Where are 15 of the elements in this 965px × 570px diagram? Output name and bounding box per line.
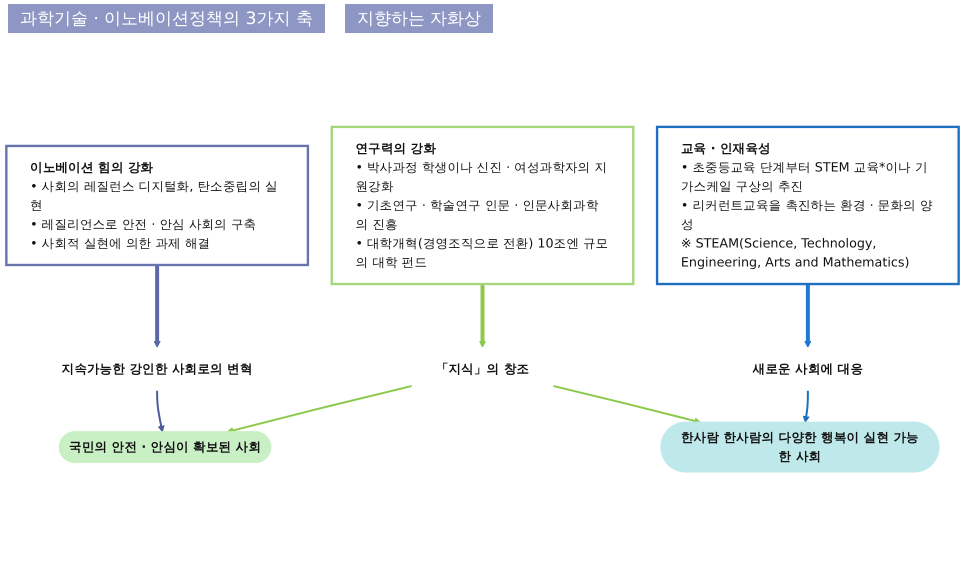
title-banner: 과학기술 · 이노베이션정책의 3가지 축 bbox=[8, 4, 325, 33]
node-text: 지속가능한 강인한 사회로의 변혁 bbox=[62, 361, 253, 376]
arrow bbox=[156, 390, 165, 432]
node-box: 교육 · 인재육성 • 초중등교육 단계부터 STEM 교육*이나 기가스케일 구상의 추진 • 리커런트교육을 촉진하는 환경 · 문화의 양성 ※ STEAM(Science, Technology, Engineering, Arts and Mathematics) bbox=[656, 126, 960, 286]
node-text: 「지식」의 창조 bbox=[436, 361, 530, 376]
node-box: 이노베이션 힘의 강화 • 사회의 레질런스 디지털화, 탄소중립의 실현 • 레질리언스로 안전 · 안심 사회의 구축 • 사회적 실현에 의한 과제 해결 bbox=[5, 144, 310, 266]
arrow bbox=[804, 284, 812, 348]
node-box: 연구력의 강화 • 박사과정 학생이나 신진 · 여성과학자의 지원강화 • 기초연구 · 학술연구 인문 · 인문사회과학의 진흥 • 대학개혁(경영조직으로 전환) 10조엔 규모의 대학 펀드 bbox=[330, 126, 634, 286]
arrow bbox=[479, 284, 486, 348]
arrow bbox=[802, 390, 810, 423]
node-text: 새로운 사회에 대응 bbox=[752, 361, 864, 376]
arrow bbox=[552, 384, 702, 424]
arrow bbox=[226, 384, 412, 434]
section-banner: 지향하는 자화상 bbox=[344, 4, 494, 33]
arrow bbox=[154, 264, 161, 348]
